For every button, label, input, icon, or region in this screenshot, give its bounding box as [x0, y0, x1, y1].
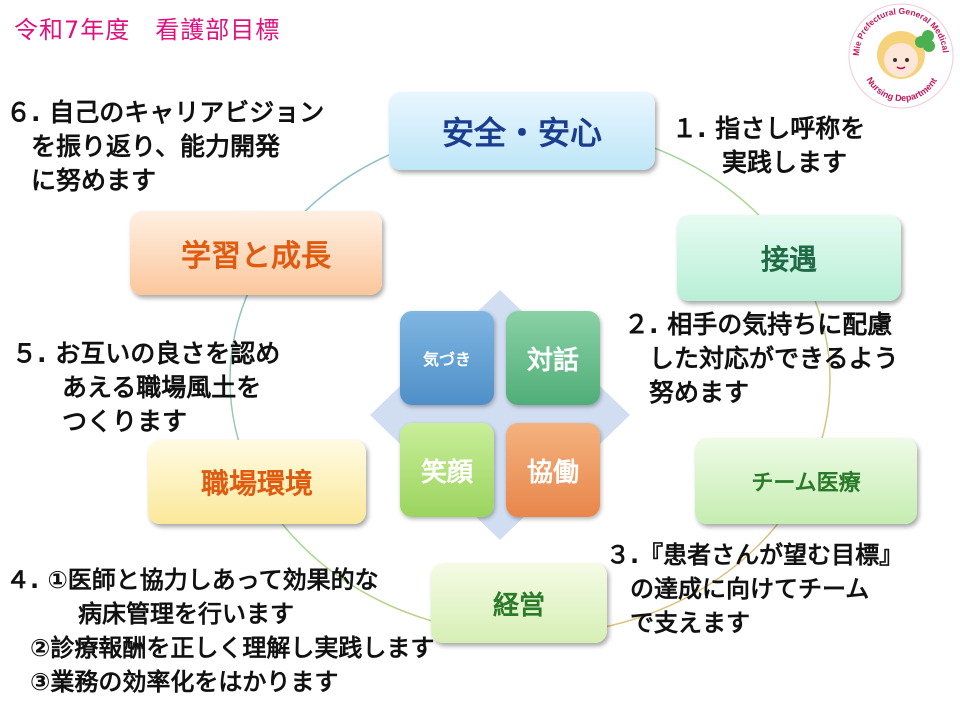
quad-taiwa: 対話 — [506, 311, 600, 405]
node-management: 経営 — [431, 563, 607, 643]
goal-5: ５. お互いの良さを認め あえる職場風土を つくります — [12, 339, 281, 436]
node-team-medicine: チーム医療 — [695, 438, 917, 524]
quad-kizuki: 気づき — [400, 311, 494, 405]
node-hospitality: 接遇 — [677, 215, 901, 301]
goal-4: ４. ①医師と協力しあって効果的な 病床管理を行います ②診療報酬を正しく理解し… — [6, 566, 435, 696]
goal-3: ３.『患者さんが望む目標』 の達成に向けてチーム で支えます — [606, 541, 904, 637]
node-workplace: 職場環境 — [148, 440, 366, 524]
page-title: 令和7年度 看護部目標 — [14, 16, 281, 44]
quad-egao: 笑顔 — [400, 423, 494, 517]
node-learning: 学習と成長 — [130, 211, 382, 295]
logo: Mie Prefectural General Medical Center N… — [842, 0, 957, 112]
quad-kyodo: 協働 — [506, 423, 600, 517]
goal-6: ６. 自己のキャリアビジョン を振り返り、能力開発 に努めます — [6, 98, 325, 195]
node-safety: 安全・安心 — [389, 92, 655, 170]
goal-2: ２. 相手の気持ちに配慮 した対応ができるよう 努めます — [624, 310, 899, 407]
goal-1: １. 指さし呼称を 実践します — [672, 114, 866, 177]
